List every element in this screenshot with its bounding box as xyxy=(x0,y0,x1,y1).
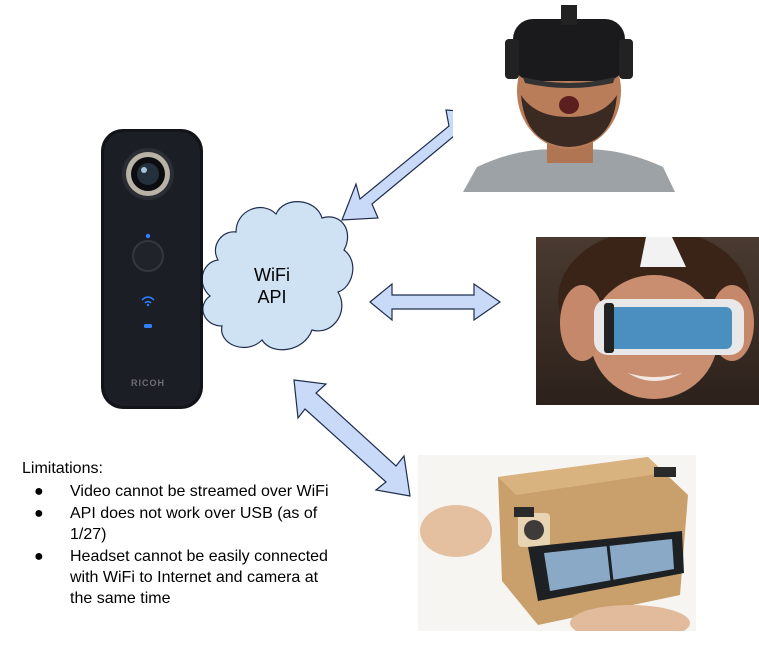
cloud-line-1: WiFi xyxy=(254,265,290,285)
list-item: ●Headset cannot be easily connected with… xyxy=(34,548,328,607)
bullet-icon: ● xyxy=(34,483,44,500)
list-item: ●Video cannot be streamed over WiFi xyxy=(34,483,329,500)
wifi-api-label: WiFi API xyxy=(232,264,312,308)
bullet-icon: ● xyxy=(34,548,44,565)
vr-headset-photo xyxy=(453,5,685,192)
cloud-line-2: API xyxy=(257,287,287,307)
camera-brand: RICOH xyxy=(131,378,165,388)
gear-vr-photo xyxy=(536,237,759,405)
limitations-list: ●Video cannot be streamed over WiFi ●API… xyxy=(22,481,342,609)
arrow-cloud-to-cardboard xyxy=(293,379,411,497)
arrow-cloud-to-gearvr xyxy=(369,282,502,322)
limitations-title: Limitations: xyxy=(22,460,103,477)
camera-illustration: RICOH xyxy=(101,129,203,409)
wifi-api-cloud xyxy=(201,201,354,351)
cardboard-photo xyxy=(418,455,696,631)
wifi-icon xyxy=(141,296,155,307)
list-item: ●API does not work over USB (as of 1/27) xyxy=(34,505,318,543)
limitations-block: Limitations: ●Video cannot be streamed o… xyxy=(22,458,342,610)
bullet-icon: ● xyxy=(34,505,44,522)
